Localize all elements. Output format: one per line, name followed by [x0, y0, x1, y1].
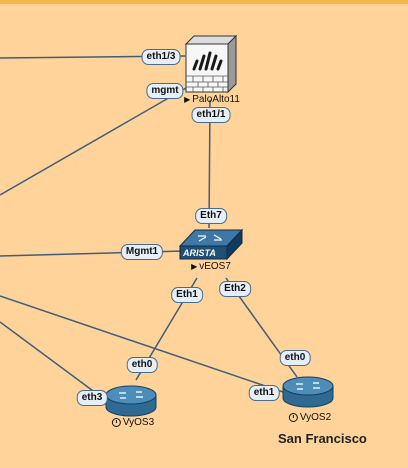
arista-switch-icon[interactable]: ARISTA	[178, 228, 244, 261]
node-label-vyos2[interactable]: VyOS2	[288, 412, 332, 423]
running-status-icon: ▶	[184, 95, 191, 104]
port-label-veos-eth2[interactable]: Eth2	[219, 281, 251, 297]
port-label-paloalto-mgmt[interactable]: mgmt	[146, 83, 184, 99]
clock-status-icon	[288, 413, 298, 422]
node-name-vyos2: VyOS2	[299, 412, 332, 423]
port-label-veos-eth1[interactable]: Eth1	[171, 287, 203, 303]
link-left-to-vyos3[interactable]	[0, 321, 109, 403]
port-label-vyos2-eth1[interactable]: eth1	[248, 385, 280, 401]
firewall-icon[interactable]	[184, 34, 238, 94]
port-label-vyos2-eth0[interactable]: eth0	[279, 350, 311, 366]
port-label-paloalto-eth1-3[interactable]: eth1/3	[141, 49, 181, 65]
port-label-vyos3-eth3[interactable]: eth3	[76, 390, 108, 406]
clock-status-icon	[111, 418, 121, 427]
router-icon[interactable]	[282, 376, 334, 408]
port-label-paloalto-eth1-1[interactable]: eth1/1	[191, 107, 231, 123]
node-label-paloalto[interactable]: ▶ PaloAlto11	[184, 94, 240, 105]
site-label: San Francisco	[278, 431, 367, 446]
port-label-veos-eth7[interactable]: Eth7	[195, 208, 227, 224]
arista-brand-text: ARISTA	[182, 248, 216, 258]
node-name-paloalto: PaloAlto11	[192, 94, 240, 105]
link-left-to-vyos2[interactable]	[0, 295, 287, 394]
node-name-vyos3: VyOS3	[122, 417, 155, 428]
node-label-veos[interactable]: ▶ vEOS7	[191, 261, 231, 272]
port-label-veos-mgmt1[interactable]: Mgmt1	[120, 244, 164, 260]
port-label-vyos3-eth0[interactable]: eth0	[126, 357, 158, 373]
link-left-to-paloalto-mgmt[interactable]	[0, 87, 187, 196]
running-status-icon: ▶	[191, 262, 198, 271]
canvas-top-border	[0, 0, 408, 4]
router-icon[interactable]	[105, 385, 157, 417]
node-label-vyos3[interactable]: VyOS3	[111, 417, 155, 428]
node-name-veos: vEOS7	[199, 261, 231, 272]
